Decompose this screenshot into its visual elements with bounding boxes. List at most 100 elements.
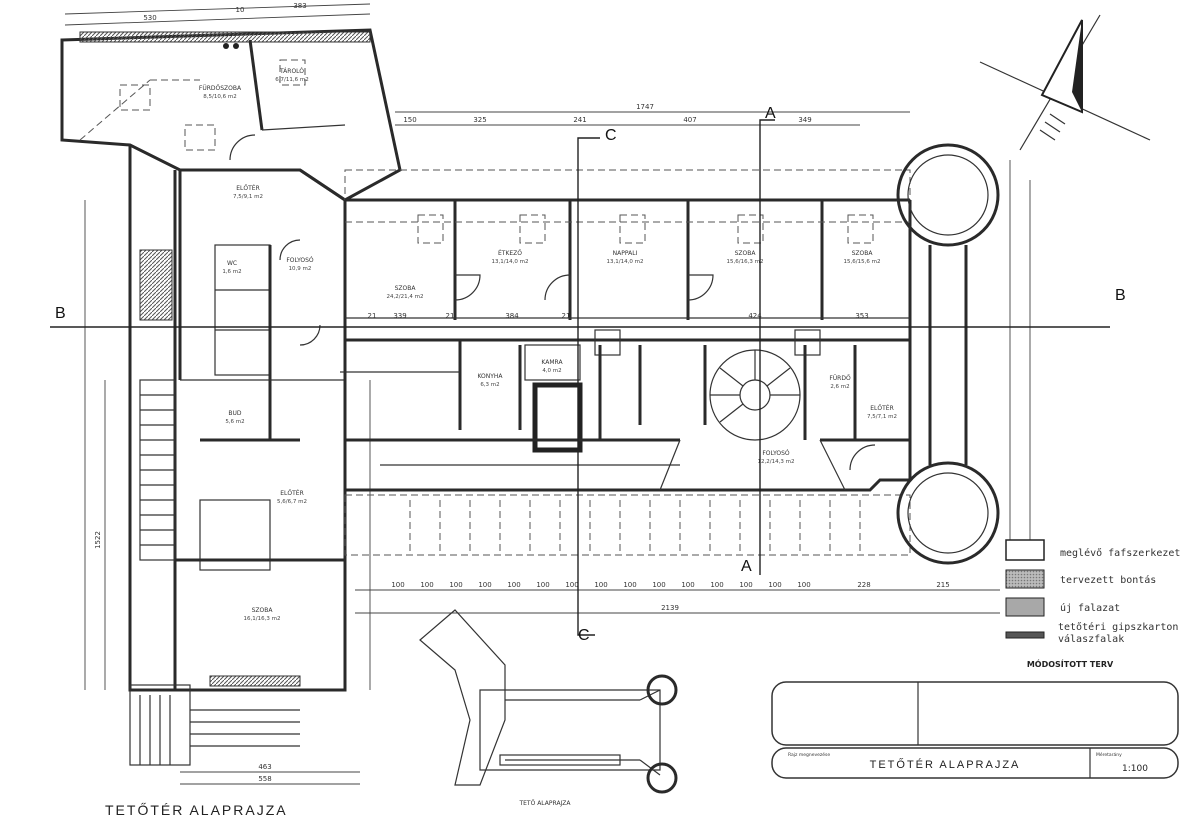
dim-text: 100 xyxy=(797,581,810,589)
room-name: ÉTKEZŐ xyxy=(498,249,522,257)
dim-text: 241 xyxy=(573,116,586,124)
room-name: FOLYOSÓ xyxy=(286,257,314,264)
dim-text: 100 xyxy=(652,581,665,589)
room-area: 13,1/14,0 m2 xyxy=(607,259,644,265)
room-area: 7,5/9,1 m2 xyxy=(233,194,263,200)
dim-text: 100 xyxy=(449,581,462,589)
room-name: KAMRA xyxy=(541,359,563,366)
legend-note: MÓDOSÍTOTT TERV xyxy=(1027,658,1114,669)
section-marker-c: C xyxy=(605,127,617,144)
dim-text: 407 xyxy=(683,116,696,124)
dim-text: 100 xyxy=(710,581,723,589)
dim-text: 1747 xyxy=(636,103,654,111)
legend-label: tervezett bontás xyxy=(1060,574,1156,586)
room-name: ELŐTÉR xyxy=(280,489,303,497)
dim-text: 424 xyxy=(748,312,762,320)
lower-stairs xyxy=(129,684,300,766)
room-area: 6,7/11,6 m2 xyxy=(275,77,308,83)
dim-text: 383 xyxy=(293,2,306,10)
stairs xyxy=(139,379,176,561)
room-name: SZOBA xyxy=(252,607,274,614)
section-marker-b: B xyxy=(1115,287,1126,304)
room-name: SZOBA xyxy=(852,250,874,257)
room-area: 13,1/14,0 m2 xyxy=(492,259,529,265)
dim-text: 100 xyxy=(420,581,433,589)
legend-label: új falazat xyxy=(1060,602,1120,614)
dim-text: 228 xyxy=(857,581,870,589)
room-area: 8,5/10,6 m2 xyxy=(203,94,236,100)
room-area: 15,6/15,6 m2 xyxy=(844,259,881,265)
dim-text: 325 xyxy=(473,116,486,124)
dim-text: 21 xyxy=(368,312,377,320)
room-area: 12,2/14,3 m2 xyxy=(758,459,795,465)
legend-swatch xyxy=(1005,631,1045,639)
room-name: ELŐTÉR xyxy=(236,184,259,192)
title-block-name: TETŐTÉR ALAPRAJZA xyxy=(870,757,1021,771)
section-marker-c: C xyxy=(578,627,590,644)
room-area: 1,6 m2 xyxy=(222,269,241,275)
dim-text: 100 xyxy=(681,581,694,589)
dim-text: 100 xyxy=(507,581,520,589)
room-name: FÜRDŐ xyxy=(829,375,851,382)
dim-text: 100 xyxy=(739,581,752,589)
room-name: BUD xyxy=(228,410,242,417)
title-block-scale-label: Méretarány xyxy=(1096,751,1122,758)
drawing-title: TETŐTÉR ALAPRAJZA xyxy=(105,802,288,818)
section-marker-b: B xyxy=(55,305,66,322)
room-name: NAPPALI xyxy=(613,250,638,257)
room-area: 7,5/7,1 m2 xyxy=(867,414,897,420)
dim-text: 384 xyxy=(505,312,519,320)
bottom-dimensions: 100 100 100 100 100 100 100 100 100 100 … xyxy=(355,581,1000,614)
dim-text: 1522 xyxy=(94,531,102,549)
room-name: FOLYOSÓ xyxy=(762,450,790,457)
legend: meglévő fafszerkezet tervezett bontás új… xyxy=(1005,539,1180,669)
dim-text: 10 xyxy=(236,6,245,14)
dim-text: 100 xyxy=(623,581,636,589)
title-block-name-label: Rajz megnevezése xyxy=(788,751,830,758)
section-marker-a: A xyxy=(765,105,776,122)
rafters xyxy=(409,500,861,555)
dim-text: 100 xyxy=(594,581,607,589)
room-name: SZOBA xyxy=(395,285,417,292)
dim-text: 339 xyxy=(393,312,406,320)
left-wing: 463 558 1522 xyxy=(84,145,371,785)
room-name: TÁROLÓ xyxy=(279,68,304,75)
dim-text: 353 xyxy=(855,312,868,320)
dim-text: 150 xyxy=(403,116,416,124)
room-area: 15,6/16,3 m2 xyxy=(727,259,764,265)
room-area: 24,2/21,4 m2 xyxy=(387,294,424,300)
inset-title: TETŐ ALAPRAJZA xyxy=(518,800,571,807)
section-lines: B B A A C C xyxy=(50,105,1126,644)
room-name: WC xyxy=(227,260,237,267)
dim-text: 21 xyxy=(562,312,571,320)
section-marker-a: A xyxy=(741,558,752,575)
roof-plan-inset: TETŐ ALAPRAJZA xyxy=(419,609,678,807)
corner-towers xyxy=(896,143,1031,565)
dim-text: 463 xyxy=(258,763,271,771)
dim-text: 215 xyxy=(936,581,949,589)
room-area: 10,9 m2 xyxy=(289,266,312,272)
dim-text: 100 xyxy=(478,581,491,589)
dim-text: 21 xyxy=(446,312,455,320)
legend-label: tetőtéri gipszkarton válaszfalak xyxy=(1058,622,1179,645)
legend-swatch xyxy=(1005,539,1045,561)
legend-swatch xyxy=(1005,569,1045,589)
title-block: Rajz megnevezése TETŐTÉR ALAPRAJZA Méret… xyxy=(771,681,1179,779)
room-name: KONYHA xyxy=(477,373,503,380)
dim-text: 558 xyxy=(258,775,271,783)
room-area: 5,6 m2 xyxy=(225,419,244,425)
upper-left-wing xyxy=(60,28,402,202)
room-area: 6,3 m2 xyxy=(480,382,499,388)
top-dimensions: 530 10 383 1747 150 325 241 407 349 xyxy=(64,2,910,126)
dim-text: 349 xyxy=(798,116,811,124)
dim-text: 2139 xyxy=(661,604,679,612)
legend-swatch xyxy=(1005,597,1045,617)
room-area: 4,0 m2 xyxy=(542,368,561,374)
main-block xyxy=(340,169,912,556)
room-area: 2,6 m2 xyxy=(830,384,849,390)
legend-label: meglévő fafszerkezet xyxy=(1060,547,1180,559)
dim-text: 100 xyxy=(768,581,781,589)
spiral-stair xyxy=(709,349,801,441)
title-block-scale: 1:100 xyxy=(1122,764,1148,774)
